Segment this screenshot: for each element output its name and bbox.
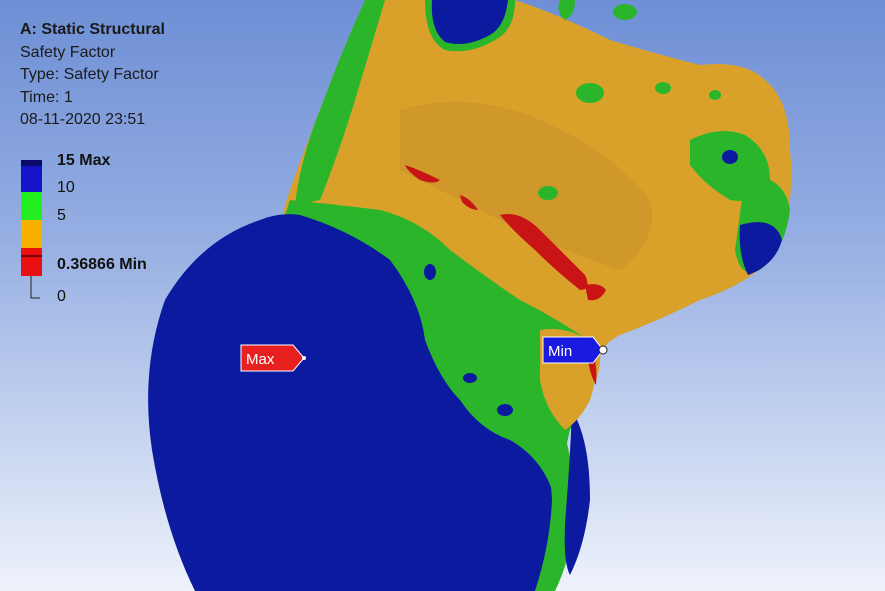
legend-label-5: 5 bbox=[57, 207, 66, 224]
result-name: Safety Factor bbox=[20, 43, 116, 61]
result-info-panel: A: Static Structural Safety Factor Type:… bbox=[20, 19, 165, 132]
legend-color-bar bbox=[21, 160, 42, 299]
geometry-model bbox=[148, 0, 792, 591]
legend-label-max: 15 Max bbox=[57, 152, 111, 169]
legend-band-max bbox=[21, 160, 42, 166]
red-streak-1 bbox=[500, 214, 588, 290]
min-marker[interactable]: Min bbox=[542, 336, 608, 364]
legend-label-0: 0 bbox=[57, 288, 66, 305]
color-legend[interactable]: 15 Max 10 5 0.36866 Min 0 bbox=[20, 152, 220, 315]
min-marker-label: Min bbox=[548, 343, 572, 360]
result-time: Time: 1 bbox=[20, 88, 73, 106]
max-marker[interactable]: Max bbox=[240, 344, 306, 372]
legend-band-blue bbox=[21, 166, 42, 192]
legend-band-red bbox=[21, 248, 42, 276]
legend-band-orange bbox=[21, 220, 42, 248]
legend-label-10: 10 bbox=[57, 179, 75, 196]
legend-band-green bbox=[21, 192, 42, 220]
max-marker-label: Max bbox=[246, 351, 275, 368]
legend-label-min: 0.36866 Min bbox=[57, 256, 147, 273]
result-type: Type: Safety Factor bbox=[20, 66, 159, 83]
result-timestamp: 08-11-2020 23:51 bbox=[20, 111, 146, 128]
analysis-title: A: Static Structural bbox=[20, 21, 165, 38]
legend-zero-bracket bbox=[30, 276, 40, 299]
